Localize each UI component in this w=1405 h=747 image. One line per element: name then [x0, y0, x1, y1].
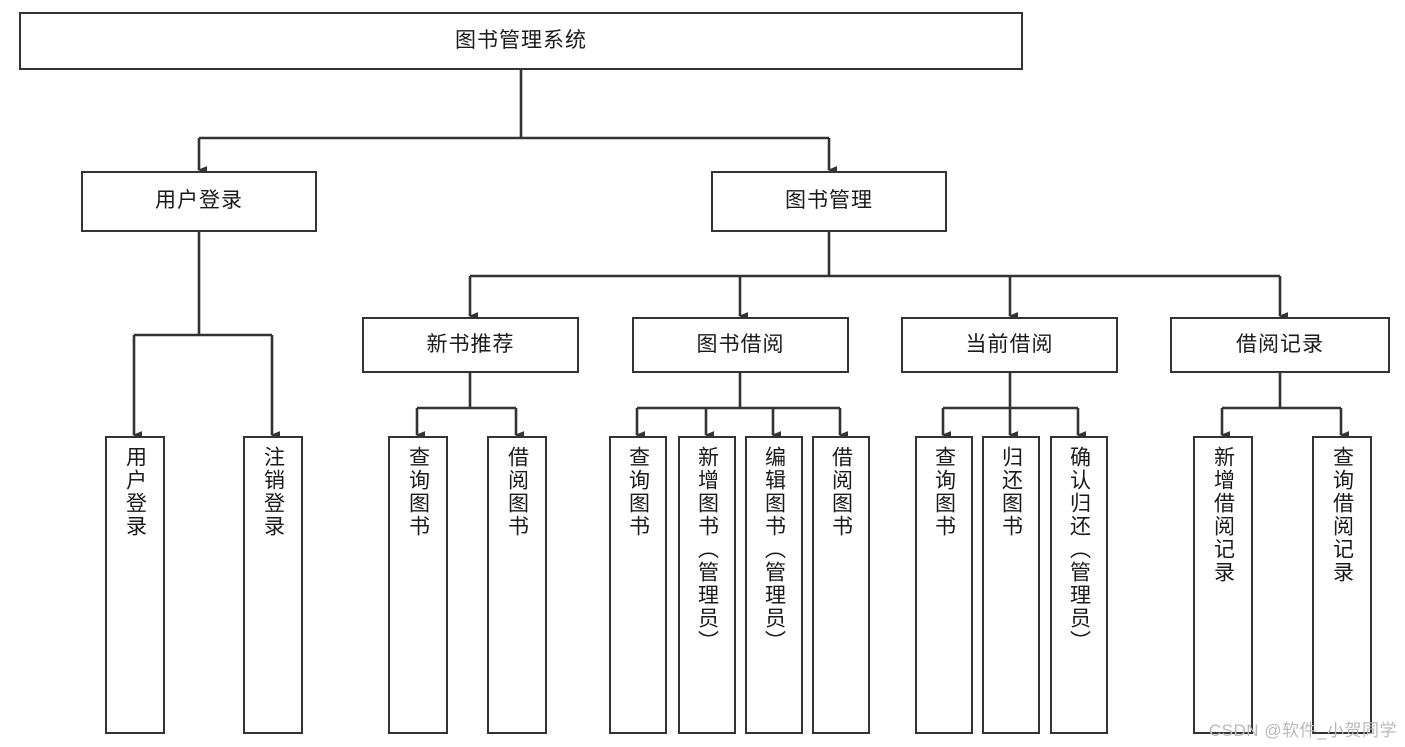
node-leaf-borrow-book-2[interactable]: 借阅图书: [812, 436, 870, 734]
node-book-borrow[interactable]: 图书借阅: [632, 317, 849, 373]
node-label-leaf-query-book-2: 查询图书: [626, 446, 650, 538]
node-leaf-add-book[interactable]: 新增图书（管理员）: [678, 436, 736, 734]
node-label-new-book-recommend: 新书推荐: [426, 332, 515, 356]
node-user-login[interactable]: 用户登录: [81, 171, 317, 232]
node-leaf-query-record[interactable]: 查询借阅记录: [1312, 436, 1372, 734]
node-borrow-record[interactable]: 借阅记录: [1170, 317, 1390, 373]
node-label-book-manage: 图书管理: [785, 189, 873, 213]
node-label-leaf-add-record: 新增借阅记录: [1211, 446, 1235, 584]
node-label-leaf-user-login: 用户登录: [123, 446, 147, 538]
node-label-leaf-add-book: 新增图书（管理员）: [695, 446, 719, 653]
node-root[interactable]: 图书管理系统: [19, 12, 1023, 70]
node-leaf-return-book[interactable]: 归还图书: [982, 436, 1040, 734]
node-current-borrow[interactable]: 当前借阅: [901, 317, 1118, 373]
node-label-leaf-query-book-3: 查询图书: [932, 446, 956, 538]
node-new-book-recommend[interactable]: 新书推荐: [362, 317, 579, 373]
node-leaf-query-book-2[interactable]: 查询图书: [609, 436, 667, 734]
edge-group: [132, 70, 1349, 439]
node-label-current-borrow: 当前借阅: [965, 332, 1054, 356]
node-leaf-edit-book[interactable]: 编辑图书（管理员）: [745, 436, 803, 734]
node-label-book-borrow: 图书借阅: [696, 332, 785, 356]
node-label-leaf-borrow-book-1: 借阅图书: [505, 446, 529, 538]
node-label-leaf-query-book-1: 查询图书: [406, 446, 430, 538]
node-book-manage[interactable]: 图书管理: [711, 171, 947, 232]
node-leaf-borrow-book-1[interactable]: 借阅图书: [487, 436, 547, 734]
node-leaf-confirm-return[interactable]: 确认归还（管理员）: [1050, 436, 1108, 734]
node-label-leaf-confirm-return: 确认归还（管理员）: [1067, 446, 1091, 653]
node-leaf-add-record[interactable]: 新增借阅记录: [1193, 436, 1253, 734]
node-leaf-query-book-1[interactable]: 查询图书: [388, 436, 448, 734]
node-label-user-login: 用户登录: [155, 189, 243, 213]
node-label-leaf-edit-book: 编辑图书（管理员）: [762, 446, 786, 653]
node-leaf-query-book-3[interactable]: 查询图书: [915, 436, 973, 734]
node-label-leaf-return-book: 归还图书: [999, 446, 1023, 538]
watermark: CSDN @软件_小贺同学: [1208, 721, 1397, 740]
node-leaf-user-login[interactable]: 用户登录: [105, 436, 165, 734]
node-label-leaf-query-record: 查询借阅记录: [1330, 446, 1354, 584]
node-label-root: 图书管理系统: [455, 28, 587, 52]
node-leaf-user-logout[interactable]: 注销登录: [243, 436, 303, 734]
node-label-borrow-record: 借阅记录: [1236, 332, 1324, 356]
node-label-leaf-user-logout: 注销登录: [261, 446, 285, 538]
node-label-leaf-borrow-book-2: 借阅图书: [829, 446, 853, 538]
